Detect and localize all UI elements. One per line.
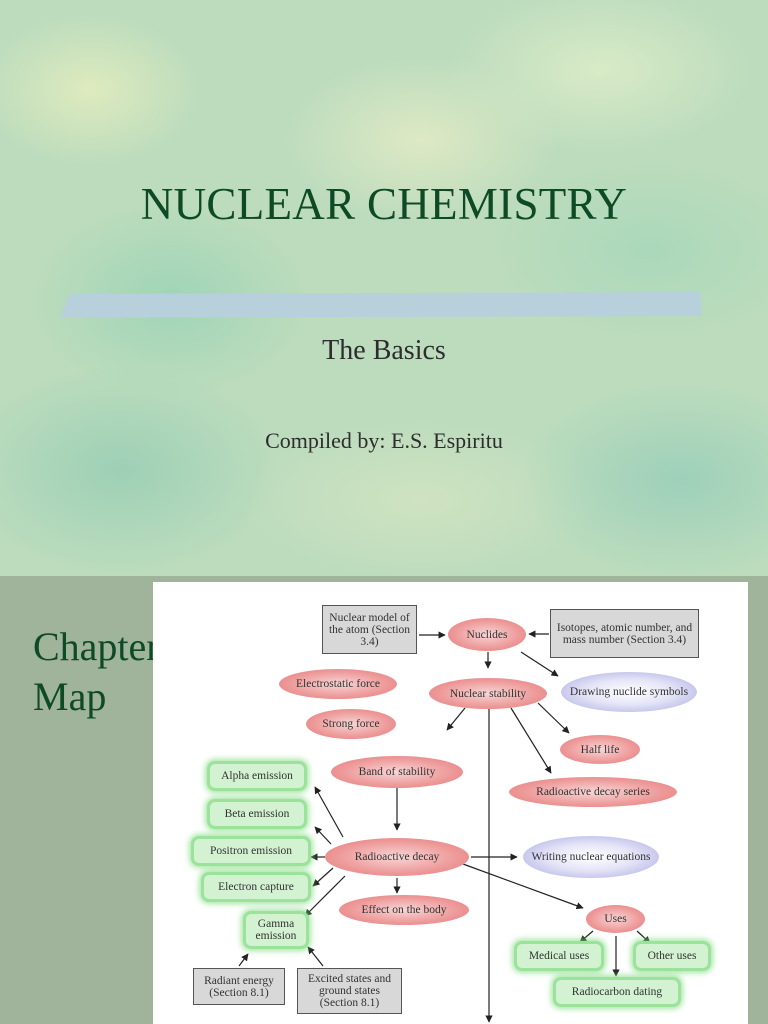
slide-subtitle: The Basics bbox=[322, 335, 446, 366]
node-electron-capture: Electron capture bbox=[204, 875, 308, 899]
chapter-map-heading: Chapter Map bbox=[33, 622, 160, 722]
node-radiant-energy: Radiant energy (Section 8.1) bbox=[193, 968, 285, 1005]
node-drawing-symbols: Drawing nuclide symbols bbox=[561, 672, 697, 712]
arrow-decay-to-capture bbox=[312, 867, 334, 887]
arrow-uses-to-medical bbox=[579, 930, 594, 943]
node-beta-emission: Beta emission bbox=[210, 802, 304, 826]
arrow-stability-to-series bbox=[510, 707, 552, 774]
chapter-map-heading-line2: Map bbox=[33, 674, 107, 719]
chapter-map-diagram: Nuclear model of the atom (Section 3.4) … bbox=[153, 582, 748, 1024]
node-nuclides: Nuclides bbox=[448, 618, 526, 651]
node-effect-on-body: Effect on the body bbox=[339, 895, 469, 925]
node-half-life: Half life bbox=[560, 735, 640, 764]
slide-author: Compiled by: E.S. Espiritu bbox=[265, 428, 503, 453]
node-other-uses: Other uses bbox=[636, 944, 708, 968]
node-decay-series: Radioactive decay series bbox=[509, 777, 677, 807]
node-radiocarbon-dating: Radiocarbon dating bbox=[556, 980, 678, 1004]
node-gamma-emission: Gamma emission bbox=[246, 914, 306, 946]
arrow-radiant-to-gamma bbox=[238, 953, 249, 967]
node-electrostatic-force: Electrostatic force bbox=[279, 669, 397, 699]
chapter-map-slide: Chapter Map bbox=[0, 576, 768, 1024]
node-writing-equations: Writing nuclear equations bbox=[523, 836, 659, 878]
node-nuclear-model: Nuclear model of the atom (Section 3.4) bbox=[322, 605, 417, 654]
arrow-excited-to-gamma bbox=[307, 946, 324, 967]
arrow-stability-to-halflife bbox=[537, 702, 570, 734]
arrow-decay-to-gamma bbox=[304, 875, 346, 917]
node-isotopes: Isotopes, atomic number, and mass number… bbox=[550, 609, 699, 658]
arrow-nuclides-to-drawing bbox=[520, 651, 559, 677]
arrow-stability-to-band bbox=[446, 707, 466, 731]
node-uses: Uses bbox=[586, 905, 645, 933]
node-band-of-stability: Band of stability bbox=[331, 756, 463, 788]
node-nuclear-stability: Nuclear stability bbox=[429, 678, 547, 709]
arrow-uses-to-other bbox=[636, 930, 651, 944]
title-underline-bar bbox=[60, 292, 702, 318]
slide-title: NUCLEAR CHEMISTRY bbox=[140, 179, 628, 229]
node-positron-emission: Positron emission bbox=[194, 839, 308, 863]
arrow-decay-to-uses bbox=[462, 863, 584, 910]
arrow-decay-to-beta bbox=[314, 826, 332, 845]
node-strong-force: Strong force bbox=[306, 709, 396, 739]
chapter-map-heading-line1: Chapter bbox=[33, 624, 160, 669]
node-medical-uses: Medical uses bbox=[517, 944, 601, 968]
node-radioactive-decay: Radioactive decay bbox=[325, 838, 469, 876]
node-alpha-emission: Alpha emission bbox=[210, 764, 304, 788]
title-slide: NUCLEAR CHEMISTRY The Basics Compiled by… bbox=[0, 0, 768, 576]
node-excited-states: Excited states and ground states (Sectio… bbox=[297, 968, 402, 1014]
connector-arrows bbox=[238, 630, 651, 1023]
arrow-decay-to-alpha bbox=[314, 786, 344, 838]
